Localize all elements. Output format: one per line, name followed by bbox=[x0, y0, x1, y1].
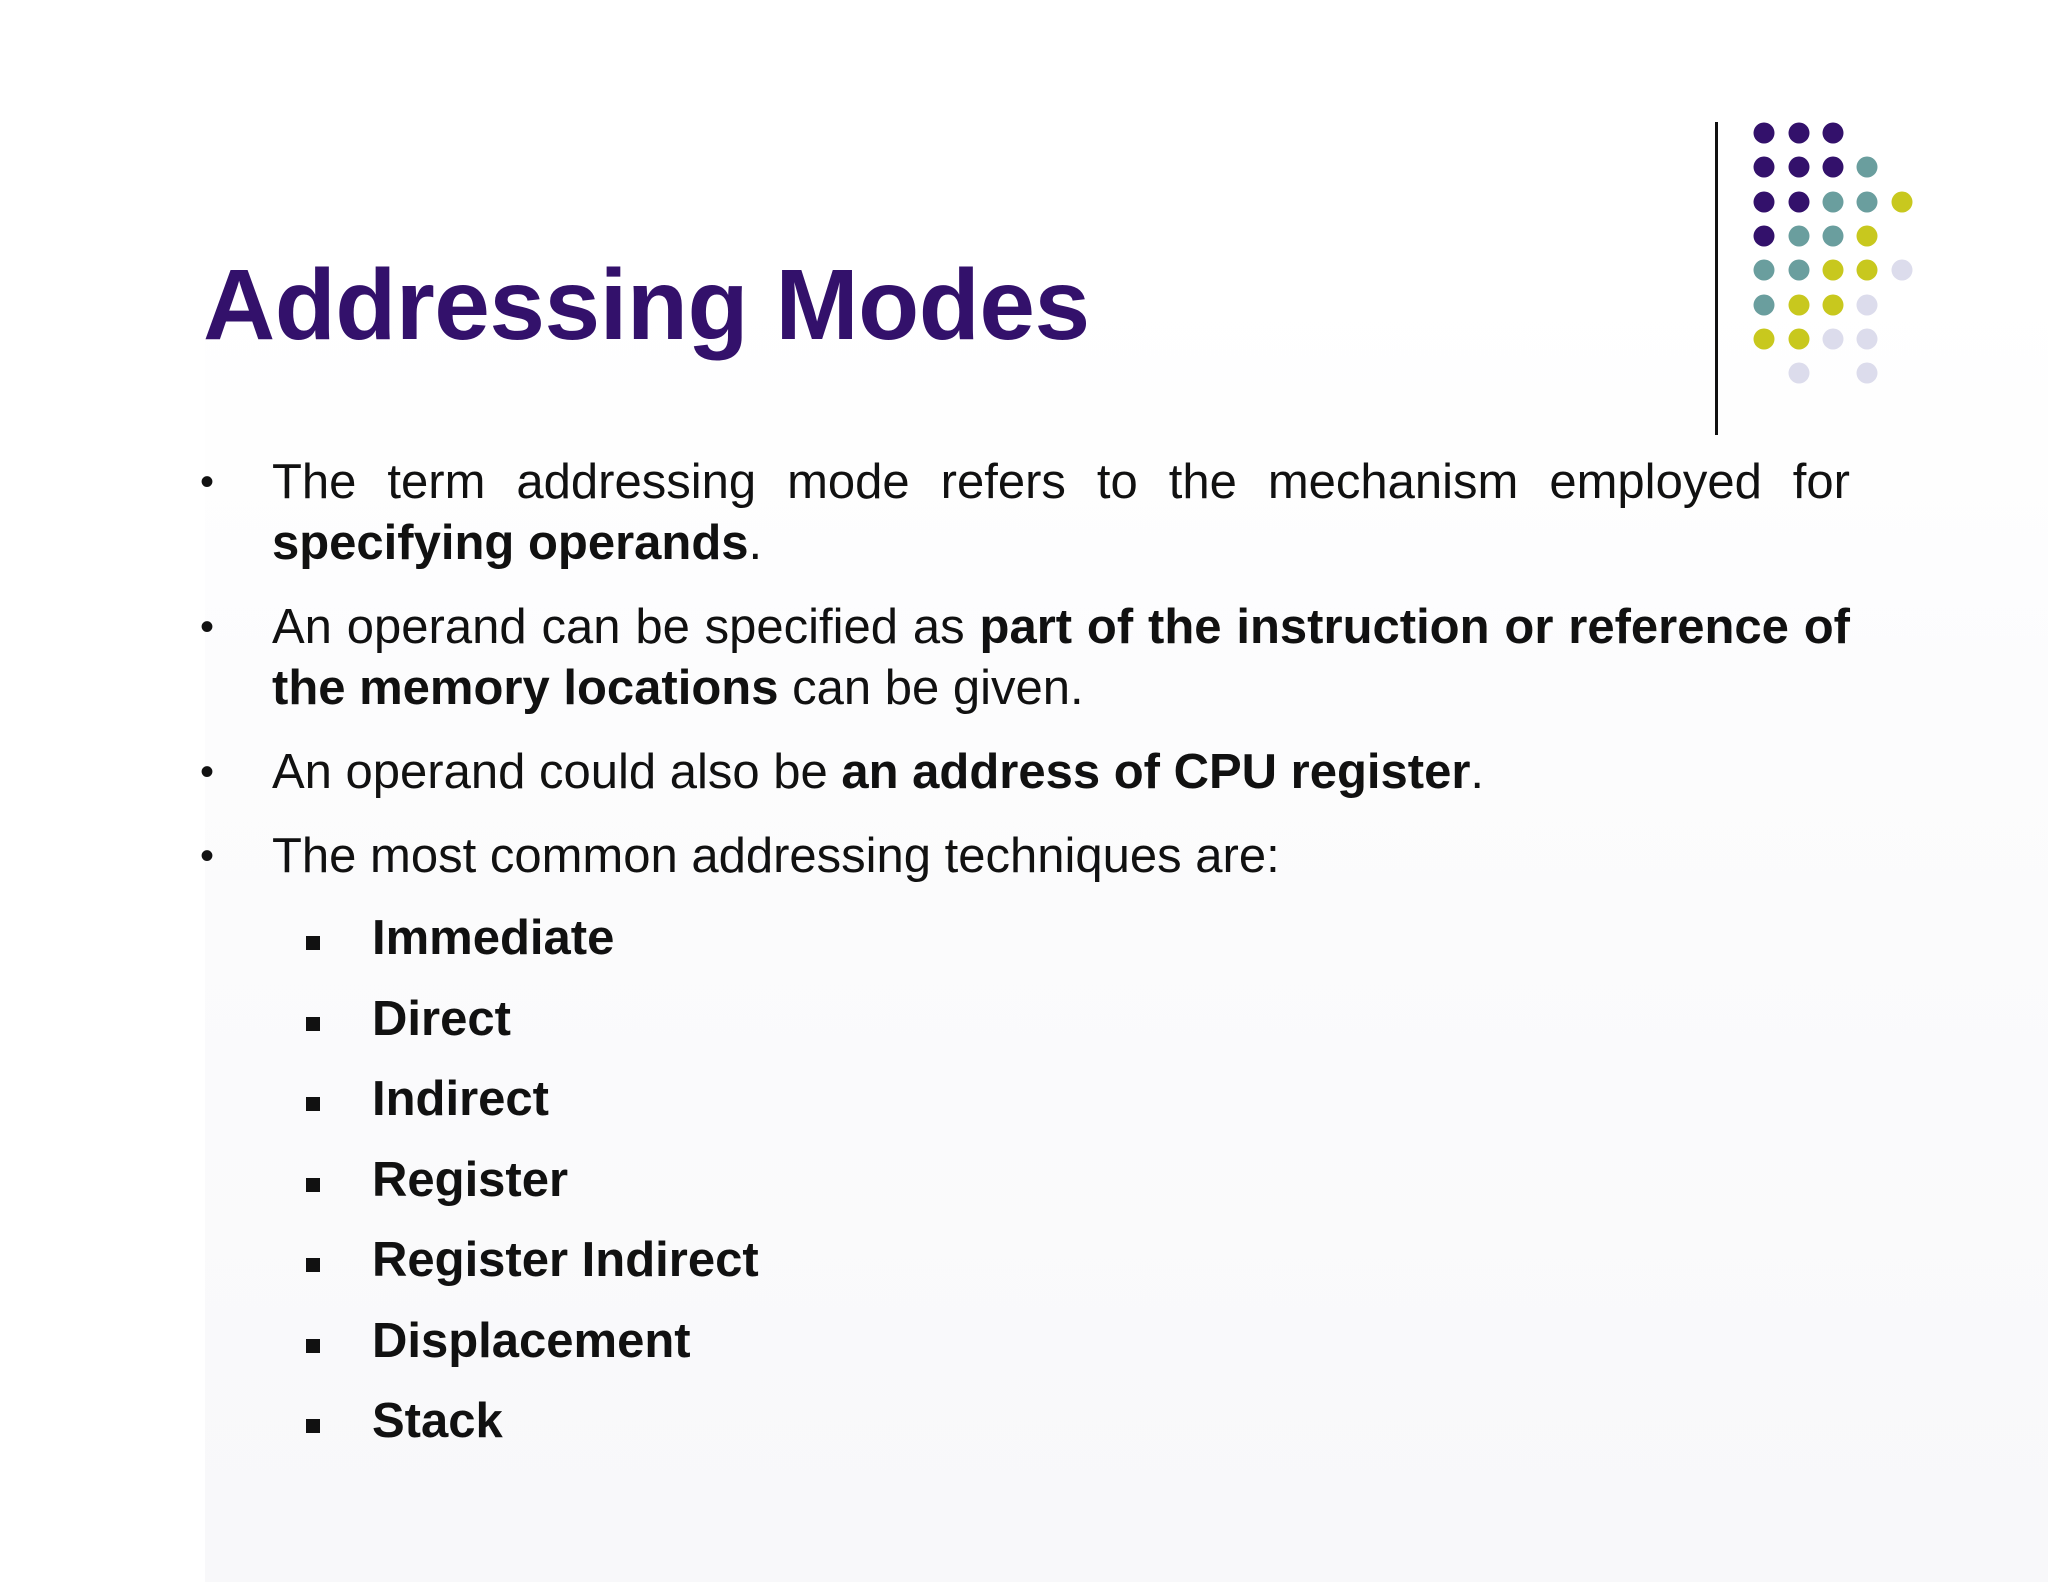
bullet-text: An operand could also be bbox=[272, 745, 842, 799]
slide-title: Addressing Modes bbox=[203, 249, 1090, 361]
bullet-bold-text: specifying operands bbox=[272, 516, 749, 570]
techniques-list: Immediate Direct Indirect Register Regis… bbox=[300, 908, 759, 1472]
technique-label: Register bbox=[372, 1152, 569, 1207]
technique-item: Stack bbox=[300, 1391, 759, 1472]
bullet-tail-text: can be given. bbox=[778, 661, 1084, 715]
bullet-list: The term addressing mode refers to the m… bbox=[200, 452, 1850, 910]
square-bullet-icon bbox=[306, 1177, 320, 1192]
square-bullet-icon bbox=[306, 1016, 320, 1031]
bullet-tail-text: . bbox=[748, 516, 763, 570]
square-bullet-icon bbox=[306, 1258, 320, 1272]
bullet-text: The most common addressing techniques ar… bbox=[272, 829, 1280, 883]
technique-item: Immediate bbox=[300, 908, 759, 989]
bullet-tail-text: . bbox=[1470, 745, 1485, 799]
technique-label: Immediate bbox=[372, 911, 615, 965]
bullet-item: The term addressing mode refers to the m… bbox=[200, 452, 1850, 574]
square-bullet-icon bbox=[306, 1097, 320, 1111]
bullet-item: The most common addressing techniques ar… bbox=[200, 826, 1850, 887]
technique-label: Register Indirect bbox=[372, 1233, 759, 1287]
technique-item: Displacement bbox=[300, 1311, 759, 1392]
technique-label: Displacement bbox=[372, 1313, 691, 1368]
bullet-text: An operand can be specified as bbox=[272, 600, 980, 654]
bullet-item: An operand could also be an address of C… bbox=[200, 742, 1850, 803]
technique-item: Direct bbox=[300, 989, 759, 1070]
technique-label: Indirect bbox=[372, 1072, 549, 1126]
square-bullet-icon bbox=[306, 1419, 320, 1433]
decorative-divider bbox=[1715, 122, 1718, 435]
bullet-item: An operand can be specified as part of t… bbox=[200, 597, 1850, 719]
technique-label: Direct bbox=[372, 991, 511, 1046]
technique-item: Register Indirect bbox=[300, 1230, 759, 1311]
technique-label: Stack bbox=[372, 1394, 503, 1448]
technique-item: Indirect bbox=[300, 1069, 759, 1150]
bullet-bold-text: part of the instruction or reference of … bbox=[272, 600, 1850, 715]
square-bullet-icon bbox=[306, 1338, 320, 1353]
bullet-bold-text: an address of CPU register bbox=[841, 745, 1471, 799]
square-bullet-icon bbox=[306, 936, 320, 950]
technique-item: Register bbox=[300, 1150, 759, 1231]
bullet-text: The term addressing mode refers to the m… bbox=[272, 455, 1850, 509]
